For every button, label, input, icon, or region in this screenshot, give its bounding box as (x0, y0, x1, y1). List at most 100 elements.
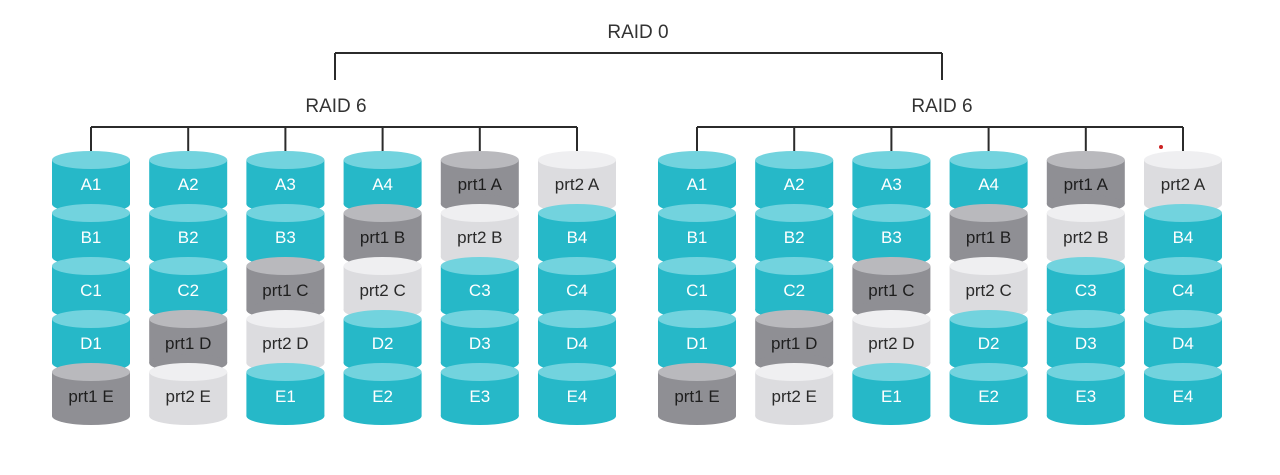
disk-block: B4 (538, 204, 616, 266)
disk-block: prt1 A (1046, 151, 1125, 213)
disk-block: prt2 A (538, 151, 616, 213)
disk-block-label: D1 (686, 334, 708, 353)
disk-block: E2 (343, 363, 422, 425)
disk-block: D4 (1144, 310, 1222, 372)
disk-block-label: B4 (567, 228, 588, 247)
disk-block-label: C2 (783, 281, 805, 300)
disk-block-label: prt1 D (771, 334, 817, 353)
disk-block: prt1 E (52, 363, 130, 425)
raid6-connector (696, 126, 1184, 152)
disk-block: C1 (52, 257, 130, 319)
disk-block-label: prt2 A (1161, 175, 1206, 194)
disk-block: D4 (538, 310, 616, 372)
disk-block-label: D2 (372, 334, 394, 353)
disk-block: D1 (658, 310, 736, 372)
disk-block-label: B1 (81, 228, 102, 247)
raid0-label: RAID 0 (607, 22, 668, 43)
disk-block: A4 (343, 151, 422, 213)
disk-block-label: prt2 D (868, 334, 914, 353)
disk-block: D2 (949, 310, 1028, 372)
disk-block: B3 (246, 204, 325, 266)
disk-block-label: prt1 A (458, 175, 503, 194)
disk-block-label: C1 (80, 281, 102, 300)
disk-block-label: prt1 C (262, 281, 308, 300)
disk-block-label: A4 (978, 175, 999, 194)
disk-block-label: C3 (1075, 281, 1097, 300)
disk-block-label: D3 (1075, 334, 1097, 353)
disk-block-label: B3 (275, 228, 296, 247)
disk-block-label: C2 (177, 281, 199, 300)
disk-block-label: D1 (80, 334, 102, 353)
disk-block-label: E3 (469, 387, 490, 406)
disk-block: prt1 B (949, 204, 1028, 266)
disk-block: C4 (1144, 257, 1222, 319)
red-dot-marker (1159, 145, 1163, 149)
raid6-left-label: RAID 6 (305, 96, 366, 117)
disk-block-label: prt1 B (360, 228, 405, 247)
disk-block: E2 (949, 363, 1028, 425)
disk-block-label: D3 (469, 334, 491, 353)
disk-block-label: prt2 B (1063, 228, 1108, 247)
disk-block-label: prt2 E (166, 387, 211, 406)
disk-block: prt1 C (246, 257, 325, 319)
disk-block: D1 (52, 310, 130, 372)
disk-block-label: E2 (372, 387, 393, 406)
disk-block-label: A1 (81, 175, 102, 194)
disk-block: B3 (852, 204, 931, 266)
disk-block-label: D2 (978, 334, 1000, 353)
disk-block: prt1 E (658, 363, 736, 425)
disk-block-label: B4 (1173, 228, 1194, 247)
disk-block: A2 (149, 151, 228, 213)
disk-block: C3 (1046, 257, 1125, 319)
disk-block: D2 (343, 310, 422, 372)
disk-block: C2 (755, 257, 834, 319)
disk-block-label: prt1 C (868, 281, 914, 300)
disk-block-label: D4 (566, 334, 588, 353)
disk-block-label: A3 (275, 175, 296, 194)
disk-block-label: B1 (687, 228, 708, 247)
disk-block: prt1 D (149, 310, 228, 372)
disk-block-label: B2 (784, 228, 805, 247)
disk-block: prt2 C (343, 257, 422, 319)
disk-block-label: A2 (178, 175, 199, 194)
raid6-right-label: RAID 6 (911, 96, 972, 117)
disk-block-label: prt2 B (457, 228, 502, 247)
disk-block-label: C4 (1172, 281, 1194, 300)
disk-block: prt2 A (1144, 151, 1222, 213)
disk-block-label: E3 (1075, 387, 1096, 406)
disk-block: B1 (658, 204, 736, 266)
disk-block-label: C1 (686, 281, 708, 300)
disk-block-label: A2 (784, 175, 805, 194)
disk-block-label: prt1 D (165, 334, 211, 353)
disk-block: A4 (949, 151, 1028, 213)
disk-block-label: E4 (1173, 387, 1194, 406)
disk-block: B4 (1144, 204, 1222, 266)
disk-block-label: C4 (566, 281, 588, 300)
disk-block: E3 (440, 363, 519, 425)
disk-block: E1 (246, 363, 325, 425)
disk-block: B2 (755, 204, 834, 266)
disk-block: E3 (1046, 363, 1125, 425)
disk-block: prt1 A (440, 151, 519, 213)
disk-block: A1 (52, 151, 130, 213)
disk-block: E1 (852, 363, 931, 425)
disk-block: A3 (246, 151, 325, 213)
disk-block: A1 (658, 151, 736, 213)
disk-block: prt2 B (1046, 204, 1125, 266)
disk-block: prt2 D (246, 310, 325, 372)
disk-block-label: E1 (275, 387, 296, 406)
disk-block: prt2 D (852, 310, 931, 372)
disk-block-label: E1 (881, 387, 902, 406)
disk-block: prt1 B (343, 204, 422, 266)
